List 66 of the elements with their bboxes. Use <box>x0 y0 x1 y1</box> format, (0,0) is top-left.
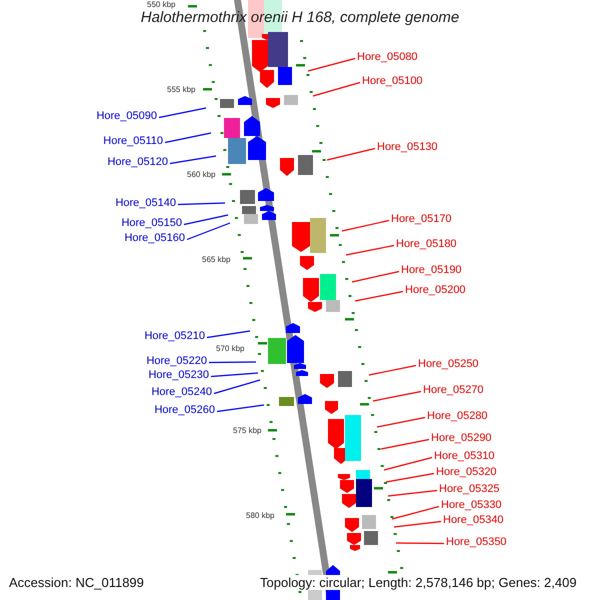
gene-label: Hore_05170 <box>391 213 452 226</box>
leader-line <box>396 542 444 544</box>
gene-label: Hore_05160 <box>124 232 185 245</box>
scale-label: 555 kbp <box>167 85 196 95</box>
diagram-title: Halothermothrix orenii H 168, complete genome <box>140 9 460 26</box>
leader-line <box>216 404 264 412</box>
leader-line <box>380 438 430 450</box>
gene-label: Hore_05090 <box>96 110 157 123</box>
leader-line <box>210 372 258 378</box>
gene-label: Hore_05130 <box>377 141 438 154</box>
leader-line <box>178 202 226 206</box>
scale-label: 575 kbp <box>233 426 262 436</box>
scale-label: 550 kbp <box>147 0 176 10</box>
leader-line <box>394 520 442 528</box>
gene-label: Hore_05260 <box>154 404 215 417</box>
leader-line <box>326 148 376 161</box>
gene-label: Hore_05180 <box>396 238 457 251</box>
leader-line <box>158 107 206 118</box>
gene-label: Hore_05120 <box>107 156 168 169</box>
gene-label: Hore_05330 <box>441 499 502 512</box>
gene-label: Hore_05325 <box>439 483 500 496</box>
gene-label: Hore_05310 <box>434 450 495 463</box>
leader-line <box>186 222 230 240</box>
gene-label: Hore_05320 <box>436 466 497 479</box>
leader-line <box>352 270 400 283</box>
leader-line <box>184 214 228 226</box>
gene-label: Hore_05150 <box>121 217 182 230</box>
gene-label: Hore_05100 <box>362 75 423 88</box>
gene-label: Hore_05080 <box>357 51 418 64</box>
leader-line <box>354 290 404 302</box>
gene-label: Hore_05210 <box>144 330 205 343</box>
leader-line <box>392 506 440 520</box>
gene-label: Hore_05290 <box>431 432 492 445</box>
leader-line <box>368 364 416 376</box>
gene-label: Hore_05220 <box>146 355 207 368</box>
leader-line <box>388 490 438 497</box>
leader-line <box>308 58 356 72</box>
gene-label: Hore_05250 <box>418 358 479 371</box>
leader-line <box>170 155 216 164</box>
footer-text: Accession: NC_011899 <box>9 575 144 590</box>
footer-text: Topology: circular; Length: 2,578,146 bp; Genes: 2,409 <box>260 575 577 590</box>
leader-line <box>209 361 256 364</box>
gene-label: Hore_05340 <box>443 514 504 527</box>
leader-line <box>164 132 212 144</box>
gene-label: Hore_05140 <box>115 197 176 210</box>
leader-line <box>206 330 250 338</box>
leader-line <box>346 244 394 256</box>
leader-line <box>312 82 360 97</box>
gene-label: Hore_05190 <box>401 264 462 277</box>
gene-label: Hore_05270 <box>423 384 484 397</box>
gene-label: Hore_05230 <box>148 369 209 382</box>
leader-line <box>384 456 432 471</box>
scale-label: 565 kbp <box>202 255 230 265</box>
gene-label: Hore_05110 <box>103 135 163 148</box>
leader-line <box>376 416 426 428</box>
scale-label: 580 kbp <box>246 511 274 521</box>
gene-label: Hore_05350 <box>446 536 507 549</box>
leader-line <box>214 379 260 394</box>
scale-label: 560 kbp <box>187 170 216 180</box>
scale-label: 570 kbp <box>216 344 244 354</box>
gene-label: Hore_05240 <box>151 386 212 399</box>
gene-label: Hore_05200 <box>405 284 466 297</box>
leader-line <box>386 472 434 483</box>
gene-label: Hore_05280 <box>427 410 488 423</box>
leader-line <box>372 390 422 402</box>
leader-line <box>342 220 390 232</box>
